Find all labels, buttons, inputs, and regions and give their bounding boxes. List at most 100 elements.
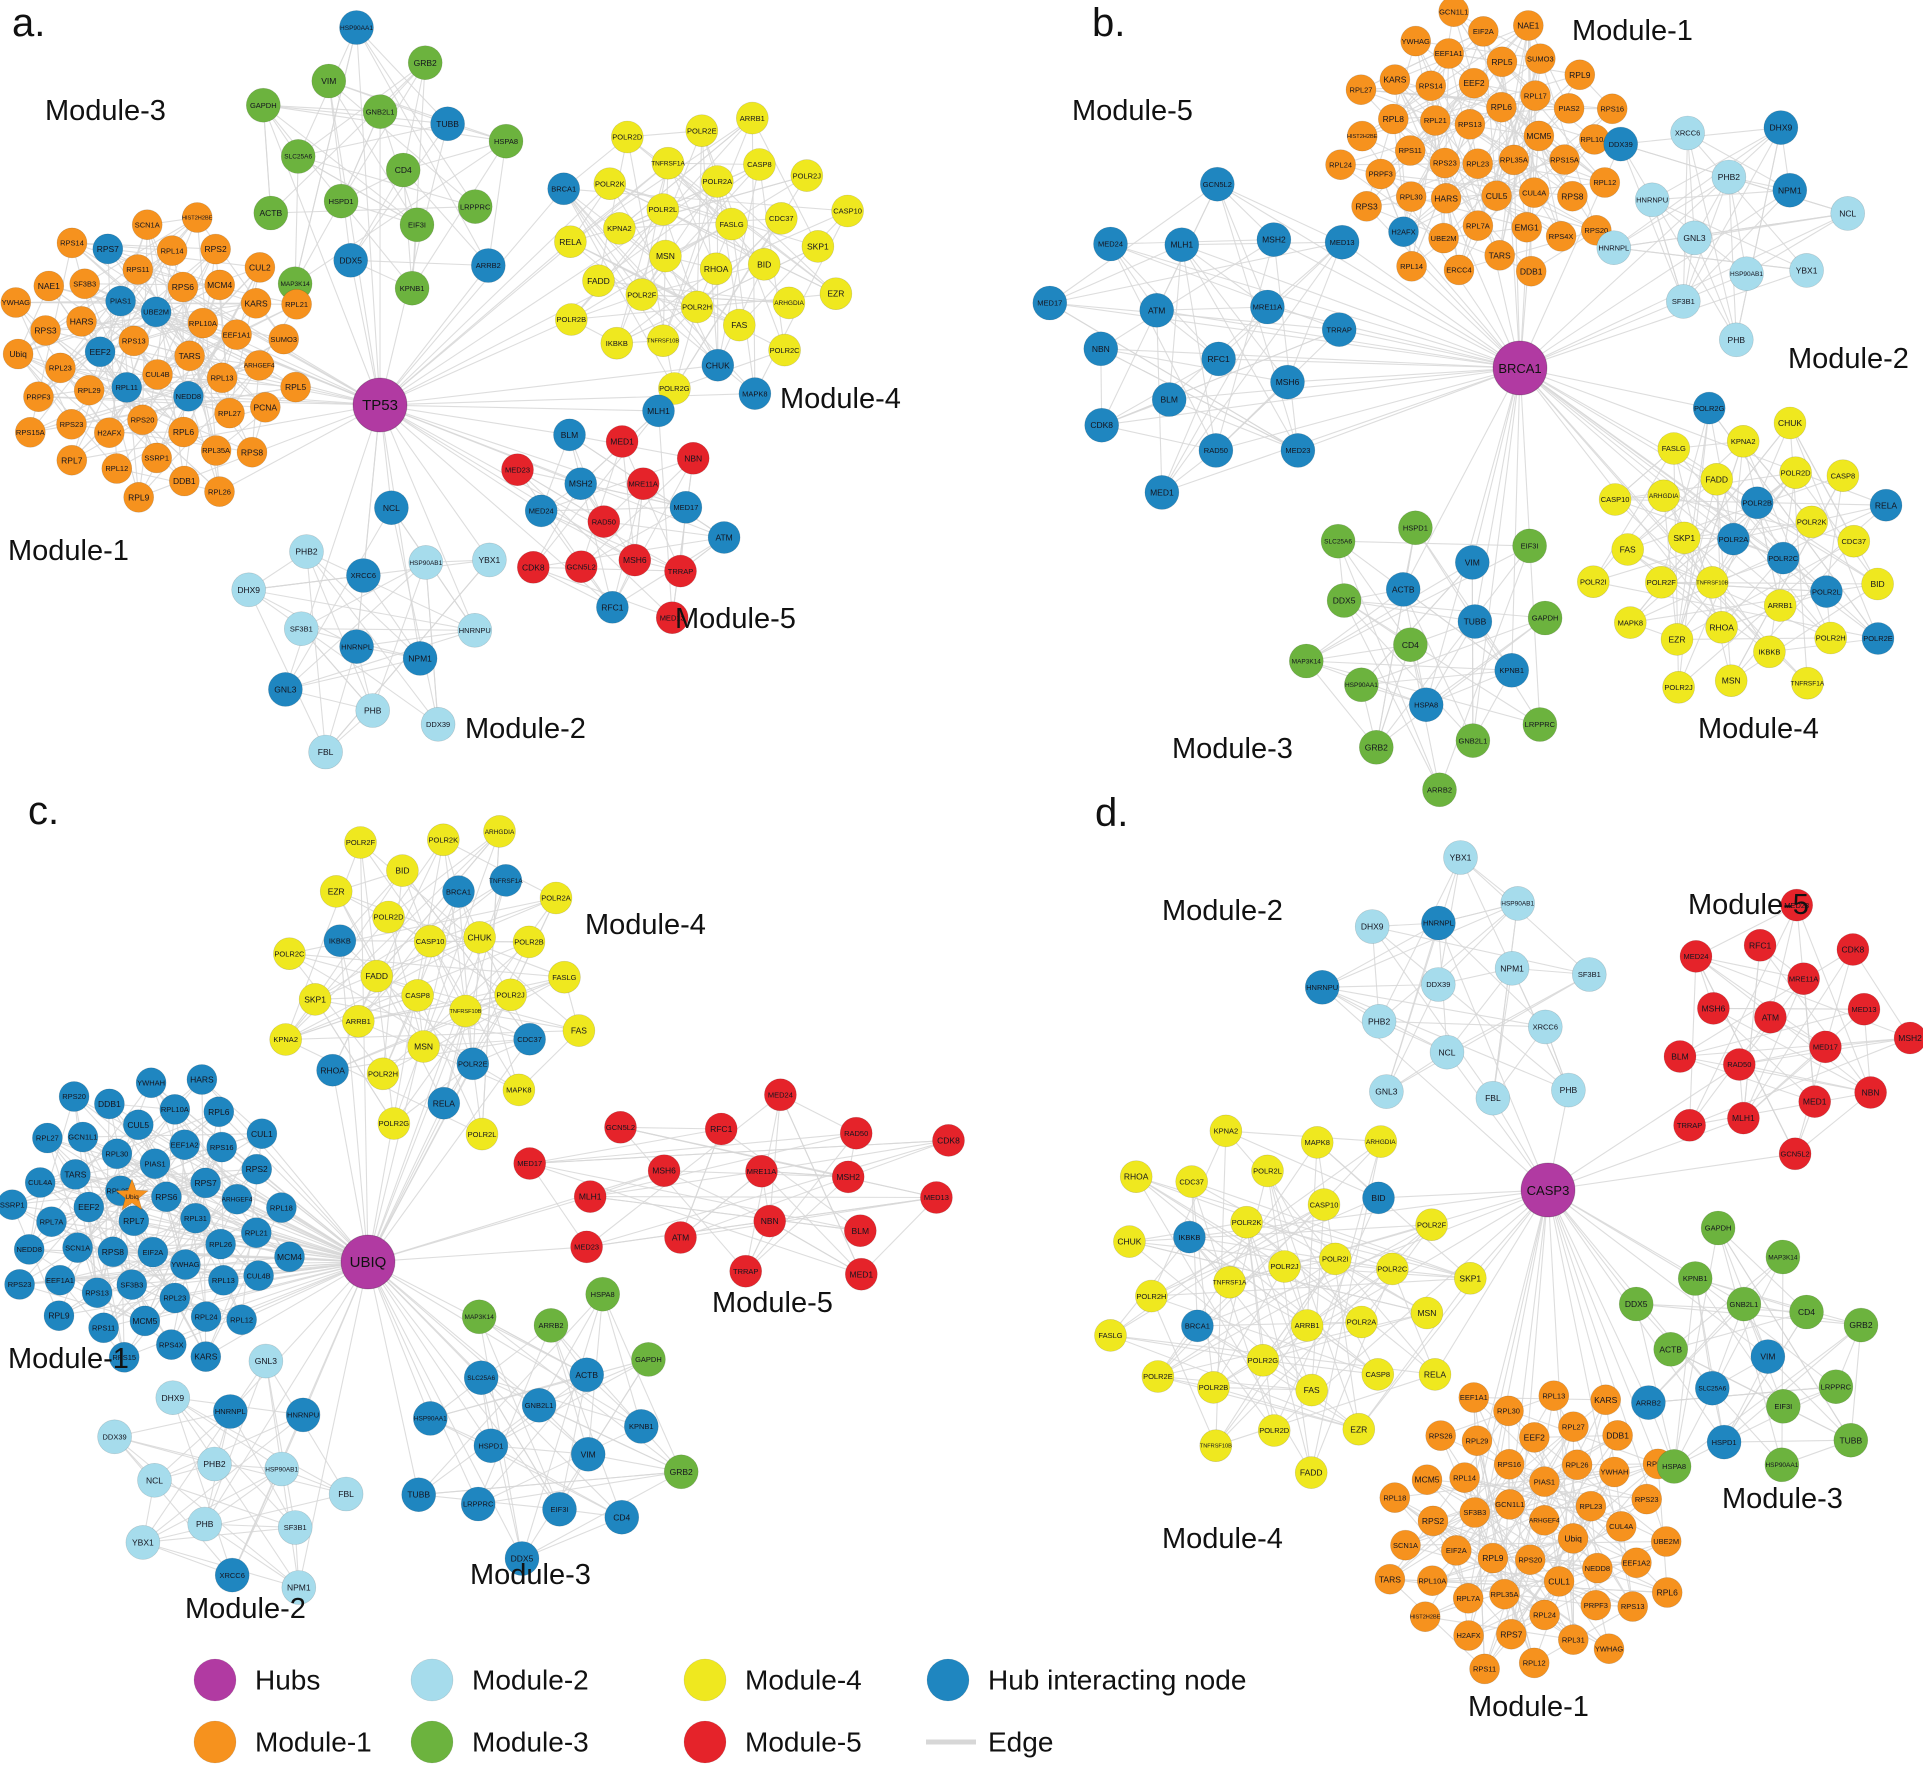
hub-label: CASP3 bbox=[1527, 1183, 1570, 1198]
gene-node bbox=[554, 303, 588, 336]
gene-label: RPS8 bbox=[102, 1247, 124, 1257]
gene-node bbox=[562, 1014, 596, 1047]
edge bbox=[1689, 1091, 1871, 1126]
gene-label: EEF1A1 bbox=[46, 1276, 74, 1285]
gene-node bbox=[1364, 1125, 1398, 1158]
gene-node bbox=[569, 1357, 605, 1393]
edge bbox=[1157, 1224, 1432, 1377]
gene-label: NBN bbox=[1862, 1088, 1880, 1098]
gene-label: POLR2C bbox=[274, 949, 305, 958]
gene-node bbox=[407, 1030, 440, 1063]
edge bbox=[1789, 422, 1879, 639]
edge bbox=[360, 842, 431, 942]
gene-node bbox=[1753, 635, 1786, 669]
gene-node bbox=[920, 1181, 953, 1214]
gene-node bbox=[1679, 940, 1713, 973]
edge bbox=[356, 27, 489, 266]
edge bbox=[609, 183, 819, 247]
gene-label: RPL27 bbox=[36, 1134, 59, 1143]
edge bbox=[616, 130, 703, 344]
gene-label: FADD bbox=[1300, 1468, 1323, 1478]
gene-label: RPL30 bbox=[105, 1150, 128, 1159]
gene-node bbox=[4, 1269, 35, 1300]
gene-node bbox=[1198, 433, 1234, 468]
gene-node bbox=[704, 1112, 738, 1146]
gene-node bbox=[1854, 1076, 1887, 1109]
gene-node bbox=[169, 465, 200, 497]
gene-node bbox=[587, 505, 621, 538]
gene-label: DHX9 bbox=[1770, 123, 1793, 133]
gene-node bbox=[1394, 135, 1426, 166]
gene-node bbox=[1514, 1544, 1546, 1575]
gene-label: HNRNPL bbox=[215, 1407, 246, 1416]
gene-label: MCM5 bbox=[1414, 1475, 1439, 1485]
gene-node bbox=[457, 189, 493, 224]
gene-label: RFC1 bbox=[1207, 354, 1229, 364]
edge bbox=[1673, 1386, 1837, 1467]
gene-label: PRPF3 bbox=[26, 392, 50, 401]
gene-node bbox=[1415, 70, 1447, 102]
edge bbox=[586, 1094, 781, 1248]
gene-node bbox=[603, 212, 636, 245]
gene-node bbox=[1861, 622, 1895, 655]
gene-label: CASP10 bbox=[833, 207, 862, 216]
edge bbox=[1266, 1170, 1312, 1473]
gene-node bbox=[1300, 1126, 1334, 1159]
gene-node bbox=[94, 1088, 125, 1120]
edge bbox=[538, 1293, 604, 1406]
gene-label: RPS7 bbox=[1500, 1629, 1522, 1639]
gene-node bbox=[129, 1305, 161, 1337]
edge bbox=[1306, 561, 1473, 662]
gene-node bbox=[156, 235, 188, 266]
gene-node bbox=[197, 1446, 232, 1482]
edge bbox=[848, 1139, 949, 1178]
gene-label: EIF2A bbox=[142, 1248, 163, 1257]
gene-node bbox=[593, 167, 627, 200]
gene-node bbox=[221, 319, 252, 350]
gene-label: MED1 bbox=[849, 1269, 873, 1279]
gene-node bbox=[1119, 1160, 1153, 1193]
gene-label: HSPA8 bbox=[1662, 1462, 1686, 1471]
gene-label: GAPDH bbox=[1705, 1224, 1732, 1233]
edge bbox=[289, 953, 565, 978]
gene-label: ARRB1 bbox=[1768, 601, 1793, 610]
gene-label: GCN1L1 bbox=[1439, 7, 1468, 16]
gene-node bbox=[1378, 103, 1409, 135]
hub-edge bbox=[367, 1261, 431, 1419]
gene-node bbox=[1428, 222, 1459, 254]
gene-node bbox=[1325, 149, 1356, 180]
gene-label: RPS13 bbox=[85, 1288, 109, 1297]
gene-node bbox=[84, 336, 116, 368]
edge bbox=[1694, 1278, 1837, 1388]
gene-node bbox=[408, 545, 444, 580]
gene-label: ATM bbox=[1762, 1012, 1779, 1022]
gene-label: POLR2G bbox=[659, 384, 690, 393]
edge bbox=[1100, 239, 1275, 350]
edge bbox=[620, 1126, 937, 1199]
hub-edge bbox=[339, 940, 369, 1263]
gene-label: POLR2K bbox=[1232, 1218, 1262, 1227]
edge bbox=[680, 1196, 937, 1239]
gene-label: RPL26 bbox=[209, 1240, 232, 1249]
module-label: Module-5 bbox=[1688, 889, 1809, 921]
gene-node bbox=[1321, 312, 1357, 347]
gene-node bbox=[1523, 120, 1555, 152]
edge bbox=[172, 1397, 300, 1588]
gene-label: EMG1 bbox=[1515, 222, 1539, 232]
gene-label: MSN bbox=[656, 251, 675, 261]
gene-label: RPL31 bbox=[1562, 1635, 1585, 1644]
gene-label: HSPA8 bbox=[494, 137, 518, 146]
edge bbox=[1438, 545, 1531, 790]
gene-label: MCM5 bbox=[1526, 131, 1551, 141]
edge bbox=[15, 300, 121, 304]
edge bbox=[314, 998, 530, 1040]
gene-label: GCN5L2 bbox=[1781, 1150, 1810, 1159]
gene-label: CASP8 bbox=[1831, 471, 1856, 480]
edge bbox=[1676, 441, 1744, 640]
gene-node bbox=[1518, 177, 1550, 208]
edge bbox=[1343, 600, 1541, 725]
gene-label: POLR2H bbox=[368, 1070, 398, 1079]
gene-node bbox=[1197, 1371, 1230, 1404]
gene-label: RPL24 bbox=[1533, 1611, 1556, 1620]
edge bbox=[17, 353, 110, 434]
